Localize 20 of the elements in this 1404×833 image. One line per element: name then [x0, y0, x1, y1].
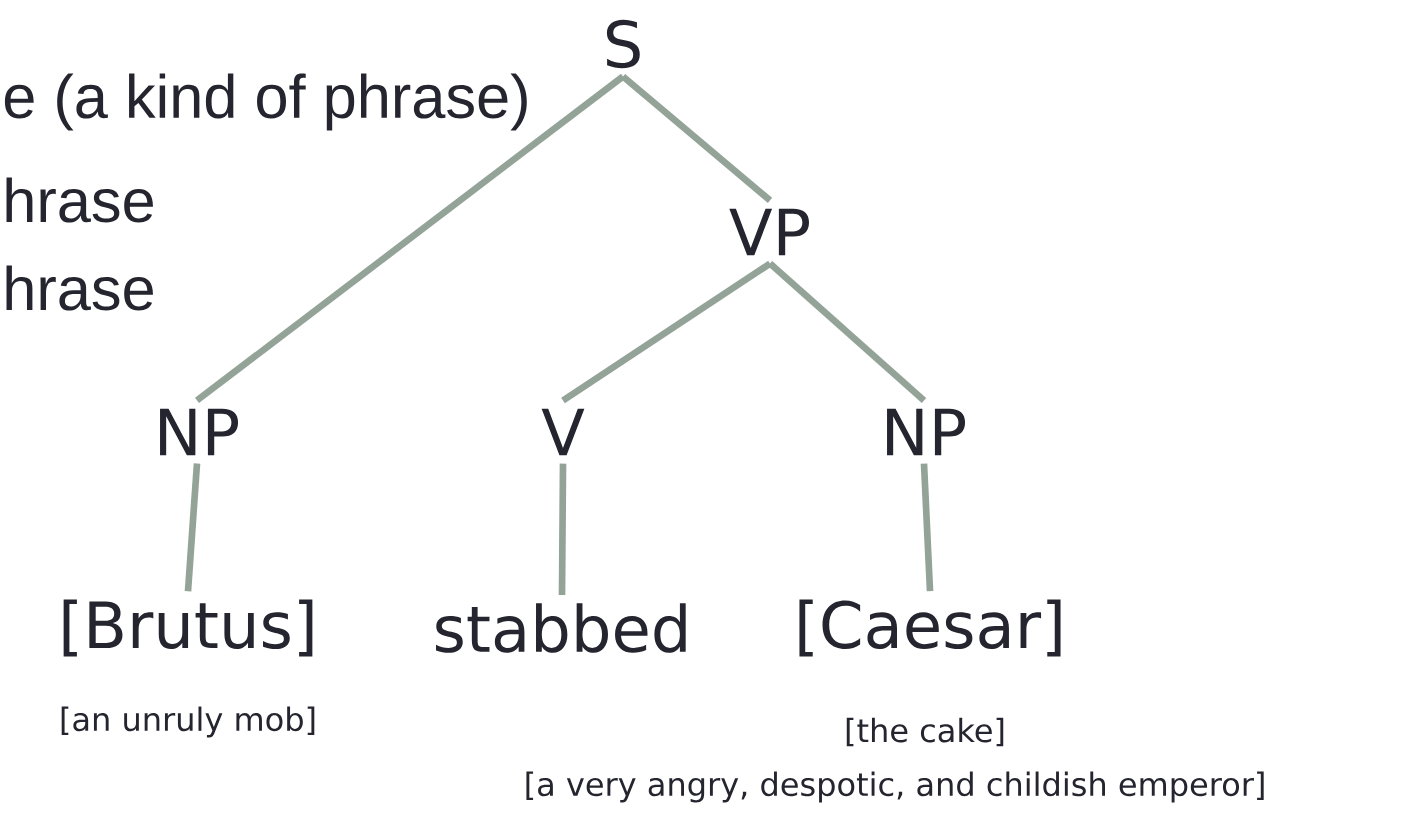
tree-label: NP — [160, 408, 239, 456]
text-line: hrase — [6, 177, 153, 223]
tree-branch — [195, 73, 626, 404]
tree-label: S — [606, 19, 640, 69]
tree-branch — [920, 463, 934, 592]
tree-label: [Brutus] — [63, 599, 313, 657]
tree-label: NP — [887, 408, 966, 456]
alternative-label: [an unruly mob] — [61, 706, 315, 738]
tree-branch — [561, 260, 772, 404]
tree-label: [Caesar] — [799, 599, 1061, 657]
tree-branch — [767, 261, 927, 403]
alternative-label: [the cake] — [846, 717, 1004, 747]
tree-label: V — [541, 408, 585, 456]
alternative-label: [a very angry, despotic, and childish emperor] — [526, 771, 1264, 803]
text-line: e (a kind of phrase) — [4, 73, 527, 131]
tree-label: stabbed — [436, 603, 686, 653]
text-line: hrase — [6, 265, 153, 311]
tree-branch — [184, 463, 201, 592]
tree-label: VP — [729, 208, 809, 256]
tree-branch — [620, 73, 773, 203]
